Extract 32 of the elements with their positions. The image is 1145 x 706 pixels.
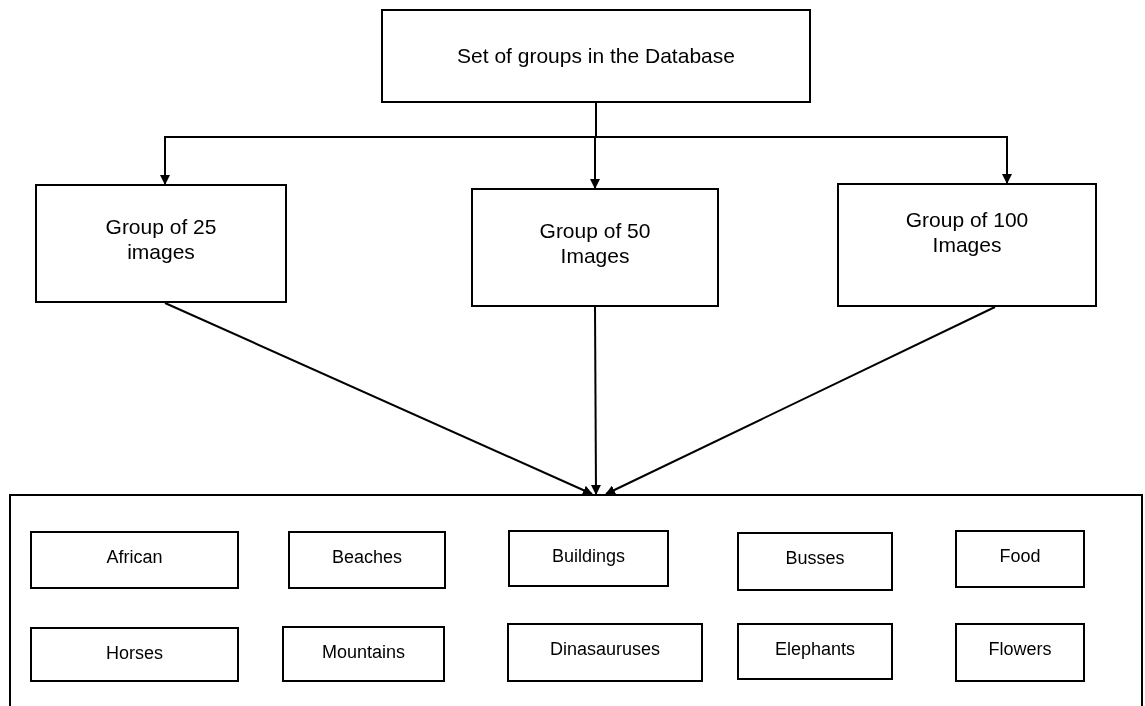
box-label: Group of 25 images bbox=[104, 214, 218, 265]
arrow bbox=[164, 302, 593, 495]
category-box bbox=[955, 623, 1085, 682]
box-label: Food bbox=[998, 546, 1042, 568]
box-label: Busses bbox=[784, 548, 846, 570]
category-box bbox=[30, 531, 239, 589]
arrow bbox=[605, 306, 996, 495]
category-box bbox=[737, 623, 893, 680]
category-box bbox=[30, 627, 239, 682]
box-label: Horses bbox=[105, 643, 164, 665]
category-box bbox=[288, 531, 446, 589]
category-box bbox=[507, 623, 703, 682]
box-label: Group of 100 Images bbox=[904, 207, 1030, 258]
arrow bbox=[590, 306, 601, 495]
category-panel bbox=[9, 494, 1143, 706]
box-label: Buildings bbox=[550, 546, 626, 568]
box-label: Dinasauruses bbox=[548, 639, 662, 661]
category-box bbox=[282, 626, 445, 682]
box-label: Flowers bbox=[987, 639, 1053, 661]
category-box bbox=[381, 9, 811, 103]
box-label: Mountains bbox=[320, 642, 407, 664]
category-box bbox=[471, 188, 719, 307]
box-label: African bbox=[105, 547, 164, 569]
box-label: Set of groups in the Database bbox=[456, 43, 736, 69]
box-label: Elephants bbox=[773, 639, 857, 661]
box-label: Beaches bbox=[330, 547, 404, 569]
category-box bbox=[35, 184, 287, 303]
category-box bbox=[837, 183, 1097, 307]
category-box bbox=[955, 530, 1085, 588]
box-label: Group of 50 Images bbox=[538, 218, 652, 269]
category-box bbox=[737, 532, 893, 591]
category-box bbox=[508, 530, 669, 587]
